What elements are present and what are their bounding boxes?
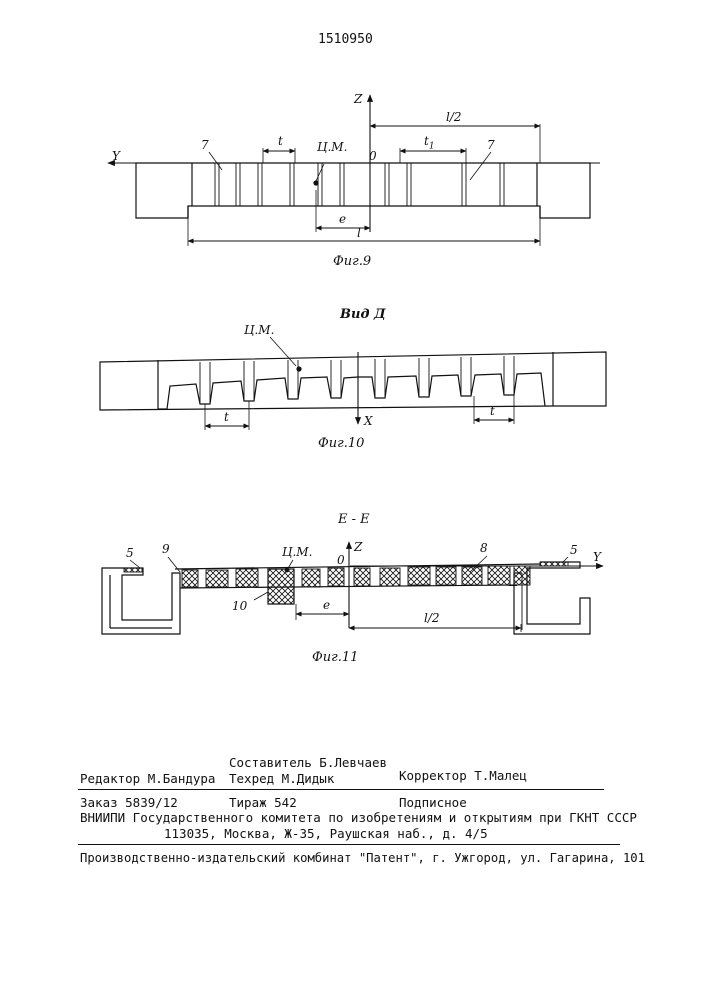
fig11-y-label: Y <box>593 550 601 564</box>
imprint-publisher: Производственно-издательский комбинат "П… <box>80 851 645 865</box>
fig10-view-title: Вид Д <box>340 307 386 322</box>
fig11-label-5-right: 5 <box>570 543 578 557</box>
fig9-caption: Фиг.9 <box>333 254 371 269</box>
fig10-label-cm: Ц.М. <box>244 323 274 337</box>
fig11-label-cm: Ц.М. <box>282 545 312 559</box>
fig11-section-title: Е - Е <box>338 512 370 527</box>
imprint-corrector: Корректор Т.Малец <box>399 768 527 783</box>
fig9-label-t1: t1 <box>424 134 435 151</box>
fig9-label-cm: Ц.М. <box>317 140 347 154</box>
fig11-label-8: 8 <box>480 541 488 555</box>
fig11-label-5-left: 5 <box>126 546 134 560</box>
fig9-label-t: t <box>278 134 283 148</box>
fig10-label-t-right: t <box>490 404 495 418</box>
fig9-z-label: Z <box>354 92 362 106</box>
fig10-x-label: X <box>364 414 373 428</box>
imprint-address: 113035, Москва, Ж-35, Раушская наб., д. … <box>164 826 488 841</box>
imprint-institute: ВНИИПИ Государственного комитета по изоб… <box>80 810 637 825</box>
fig11-label-10: 10 <box>232 599 247 613</box>
fig10-label-t-left: t <box>224 410 229 424</box>
imprint-editor: Редактор М.Бандура <box>80 771 215 786</box>
imprint-circulation: Тираж 542 <box>229 795 297 810</box>
imprint-techred: Техред М.Дидык <box>229 771 334 786</box>
fig10-caption: Фиг.10 <box>318 436 364 451</box>
fig11-label-9: 9 <box>162 542 170 556</box>
fig11-label-e: e <box>323 598 330 612</box>
fig9-label-half-l: l/2 <box>446 110 462 124</box>
fig9-label-7-left: 7 <box>201 138 209 152</box>
fig9-label-7-right: 7 <box>487 138 495 152</box>
fig9-label-zero: 0 <box>369 149 377 163</box>
fig11-caption: Фиг.11 <box>312 650 358 665</box>
fig9-label-e: e <box>339 212 346 226</box>
fig11-label-half-l: l/2 <box>424 611 440 625</box>
fig11-label-zero: 0 <box>337 553 345 567</box>
fig11-z-label: Z <box>354 540 362 554</box>
imprint-rule-bottom <box>78 844 620 845</box>
imprint-rule-top <box>78 789 604 790</box>
imprint-compiler: Составитель Б.Левчаев <box>229 755 387 770</box>
imprint-subscription: Подписное <box>399 795 467 810</box>
fig9-y-label: Y <box>112 149 120 163</box>
imprint-order: Заказ 5839/12 <box>80 795 178 810</box>
fig9-label-l: l <box>357 226 361 240</box>
